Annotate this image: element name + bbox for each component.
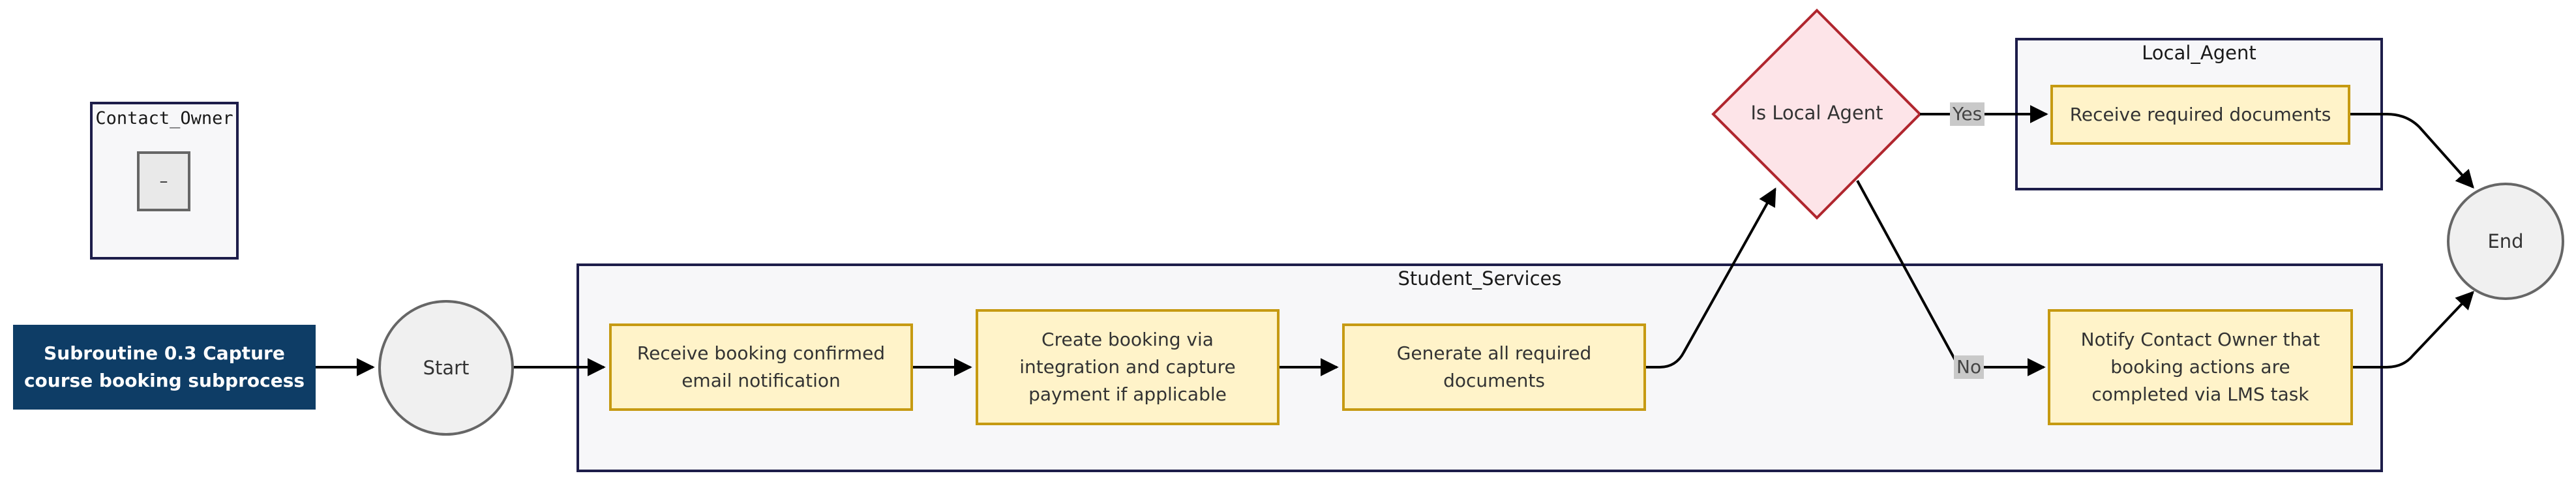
lane-local-agent-title: Local_Agent bbox=[2142, 42, 2256, 64]
lane-contact-owner: Contact_Owner – bbox=[90, 102, 239, 260]
start-event[interactable]: Start bbox=[378, 300, 514, 436]
task-receive-booking[interactable]: Receive booking confirmed email notifica… bbox=[609, 323, 913, 411]
decision-diamond bbox=[1711, 8, 1922, 220]
decision-label: Is Local Agent bbox=[1750, 102, 1883, 124]
lane-student-services-title: Student_Services bbox=[1398, 267, 1562, 290]
subroutine-node[interactable]: Subroutine 0.3 Capture course booking su… bbox=[13, 325, 316, 410]
contact-owner-placeholder-box: – bbox=[137, 151, 190, 211]
task-notify-contact-owner[interactable]: Notify Contact Owner that booking action… bbox=[2048, 309, 2353, 425]
edge-receivedocs-end bbox=[2350, 113, 2474, 189]
task-receive-documents[interactable]: Receive required documents bbox=[2050, 85, 2350, 145]
task-create-booking[interactable]: Create booking via integration and captu… bbox=[976, 309, 1280, 425]
edge-decision-no bbox=[1856, 180, 2046, 376]
end-event[interactable]: End bbox=[2447, 183, 2564, 300]
lane-contact-owner-title: Contact_Owner bbox=[95, 108, 233, 128]
edge-notify-end bbox=[2353, 290, 2474, 368]
edge-label-yes: Yes bbox=[1950, 102, 1985, 126]
edge-generate-decision bbox=[1646, 187, 1776, 368]
edge-label-no: No bbox=[1954, 355, 1984, 379]
task-generate-documents[interactable]: Generate all required documents bbox=[1342, 323, 1646, 411]
